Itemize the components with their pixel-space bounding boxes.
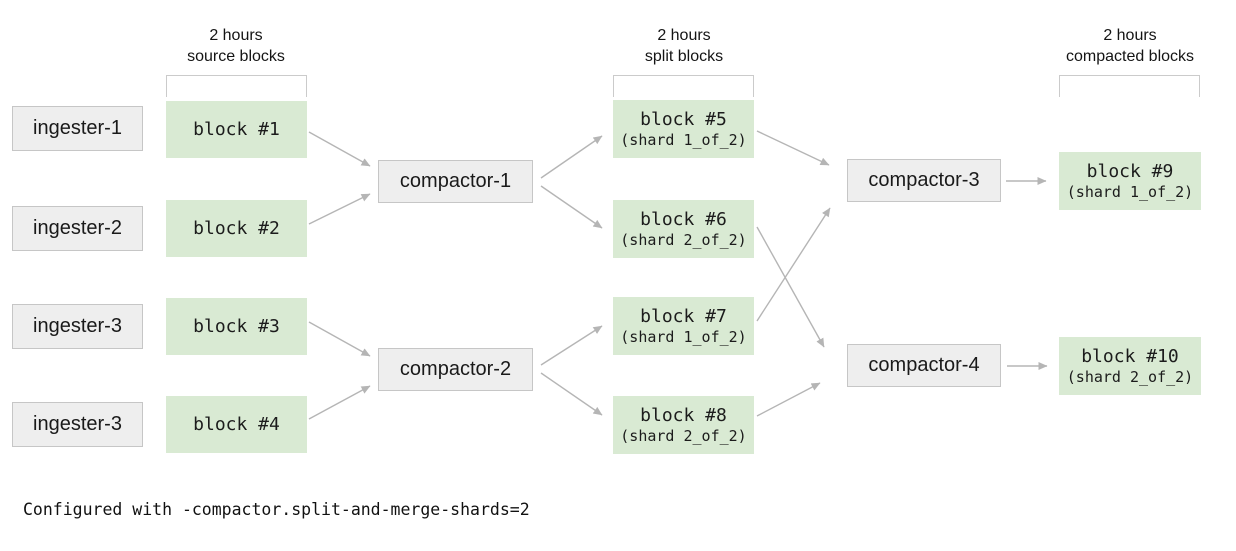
node-label: compactor-2 bbox=[399, 358, 512, 380]
node-block-8: block #8 (shard 2_of_2) bbox=[613, 396, 754, 454]
node-label: compactor-4 bbox=[868, 354, 980, 376]
column-header-compacted-blocks: 2 hours compacted blocks bbox=[1030, 25, 1230, 67]
edge-compactor1-to-block6 bbox=[540, 185, 603, 229]
header-line-duration: 2 hours bbox=[209, 27, 263, 44]
node-label: ingester-3 bbox=[33, 413, 122, 435]
node-block-7: block #7 (shard 1_of_2) bbox=[613, 297, 754, 355]
config-note: Configured with -compactor.split-and-mer… bbox=[23, 500, 530, 519]
edge-block8-to-compactor4 bbox=[756, 382, 821, 417]
shard-label: (shard 1_of_2) bbox=[1066, 183, 1194, 201]
node-ingester-1: ingester-1 bbox=[12, 106, 143, 151]
node-label: ingester-1 bbox=[33, 117, 122, 139]
header-line-title: compacted blocks bbox=[1065, 48, 1195, 65]
block-label: block #10 bbox=[1081, 346, 1179, 367]
node-block-4: block #4 bbox=[166, 396, 307, 453]
node-block-5: block #5 (shard 1_of_2) bbox=[613, 100, 754, 158]
node-label: compactor-3 bbox=[868, 169, 980, 191]
block-label: block #6 bbox=[640, 209, 727, 230]
block-label: block #1 bbox=[193, 119, 280, 140]
column-header-split-blocks: 2 hours split blocks bbox=[584, 25, 784, 67]
node-compactor-4: compactor-4 bbox=[847, 344, 1001, 387]
node-block-3: block #3 bbox=[166, 298, 307, 355]
edge-block6-to-compactor4 bbox=[756, 226, 825, 348]
node-label: ingester-3 bbox=[33, 315, 122, 337]
node-block-2: block #2 bbox=[166, 200, 307, 257]
block-label: block #4 bbox=[193, 414, 280, 435]
edge-compactor2-to-block8 bbox=[540, 372, 603, 416]
edge-block5-to-compactor3 bbox=[756, 130, 830, 166]
header-line-duration: 2 hours bbox=[657, 27, 711, 44]
time-bracket-compacted-blocks bbox=[1059, 75, 1200, 97]
node-compactor-1: compactor-1 bbox=[378, 160, 533, 203]
block-label: block #2 bbox=[193, 218, 280, 239]
header-line-title: source blocks bbox=[187, 48, 285, 65]
node-block-9: block #9 (shard 1_of_2) bbox=[1059, 152, 1201, 210]
node-block-1: block #1 bbox=[166, 101, 307, 158]
shard-label: (shard 2_of_2) bbox=[1066, 368, 1194, 386]
header-line-title: split blocks bbox=[644, 48, 724, 65]
node-ingester-4: ingester-3 bbox=[12, 402, 143, 447]
block-label: block #9 bbox=[1086, 161, 1174, 182]
shard-label: (shard 2_of_2) bbox=[620, 427, 747, 445]
edge-compactor2-to-block7 bbox=[540, 325, 603, 366]
block-label: block #8 bbox=[640, 405, 727, 426]
time-bracket-source-blocks bbox=[166, 75, 307, 97]
edge-block4-to-compactor2 bbox=[308, 385, 371, 420]
edge-compactor1-to-block5 bbox=[540, 135, 603, 179]
node-label: ingester-2 bbox=[33, 217, 122, 239]
edge-block2-to-compactor1 bbox=[308, 193, 371, 225]
shard-label: (shard 1_of_2) bbox=[620, 328, 747, 346]
node-label: compactor-1 bbox=[399, 170, 512, 192]
node-block-6: block #6 (shard 2_of_2) bbox=[613, 200, 754, 258]
edge-block7-to-compactor3 bbox=[756, 207, 831, 322]
node-compactor-3: compactor-3 bbox=[847, 159, 1001, 202]
column-header-source-blocks: 2 hours source blocks bbox=[136, 25, 336, 67]
block-label: block #5 bbox=[640, 109, 727, 130]
shard-label: (shard 2_of_2) bbox=[620, 231, 747, 249]
block-label: block #7 bbox=[640, 306, 727, 327]
time-bracket-split-blocks bbox=[613, 75, 754, 97]
block-label: block #3 bbox=[193, 316, 280, 337]
node-ingester-3: ingester-3 bbox=[12, 304, 143, 349]
node-block-10: block #10 (shard 2_of_2) bbox=[1059, 337, 1201, 395]
edge-block3-to-compactor2 bbox=[308, 321, 371, 357]
shard-label: (shard 1_of_2) bbox=[620, 131, 747, 149]
header-line-duration: 2 hours bbox=[1103, 27, 1157, 44]
node-compactor-2: compactor-2 bbox=[378, 348, 533, 391]
node-ingester-2: ingester-2 bbox=[12, 206, 143, 251]
edge-block1-to-compactor1 bbox=[308, 131, 371, 167]
